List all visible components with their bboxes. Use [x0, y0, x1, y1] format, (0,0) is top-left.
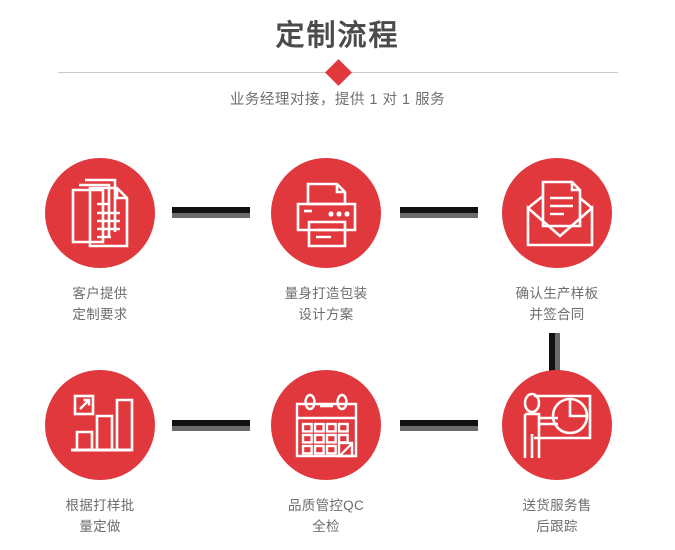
step-6-icon-circle [502, 370, 612, 480]
page-title: 定制流程 [275, 20, 400, 52]
process-step-5[interactable]: 品质管控QC 全检 [241, 370, 411, 537]
process-step-2[interactable]: 量身打造包装 设计方案 [241, 158, 411, 325]
connector-bar-dark [172, 207, 250, 213]
connector-step1-step2 [172, 207, 250, 218]
envelope-icon [526, 180, 594, 247]
connector-bar-light [400, 426, 478, 431]
step-3-icon-circle [502, 158, 612, 268]
connector-step5-step6 [400, 420, 478, 431]
connector-bar-dark [400, 420, 478, 426]
process-step-6[interactable]: 送货服务售 后跟踪 [472, 370, 642, 537]
step-2-label: 量身打造包装 设计方案 [284, 286, 368, 322]
bar-chart-icon [71, 394, 134, 452]
connector-bar-dark [549, 333, 555, 371]
connector-step4-step5 [172, 420, 250, 431]
printer-icon [296, 182, 357, 248]
step-5-label: 品质管控QC 全检 [287, 498, 365, 534]
process-step-1[interactable]: 客户提供 定制要求 [15, 158, 185, 325]
title-divider [58, 59, 618, 86]
connector-step2-step3 [400, 207, 478, 218]
connector-bar-light [555, 333, 560, 371]
connector-bar-light [172, 213, 250, 218]
step-6-label: 送货服务售 后跟踪 [522, 498, 592, 534]
step-1-icon-circle [45, 158, 155, 268]
connector-bar-dark [400, 207, 478, 213]
documents-icon [71, 178, 129, 248]
connector-bar-dark [172, 420, 250, 426]
process-step-4[interactable]: 根据打样批 量定做 [15, 370, 185, 537]
calendar-icon [295, 393, 358, 458]
page-subtitle: 业务经理对接，提供 1 对 1 服务 [229, 92, 446, 108]
connector-bar-light [172, 426, 250, 431]
process-step-3[interactable]: 确认生产样板 并签合同 [472, 158, 642, 325]
presentation-icon [523, 392, 592, 458]
step-3-label: 确认生产样板 并签合同 [515, 286, 599, 322]
step-4-icon-circle [45, 370, 155, 480]
step-4-label: 根据打样批 量定做 [65, 498, 135, 534]
connector-step3-step6 [549, 333, 560, 371]
step-5-icon-circle [271, 370, 381, 480]
connector-bar-light [400, 213, 478, 218]
step-2-icon-circle [271, 158, 381, 268]
step-1-label: 客户提供 定制要求 [72, 286, 128, 322]
diamond-icon [325, 59, 352, 86]
